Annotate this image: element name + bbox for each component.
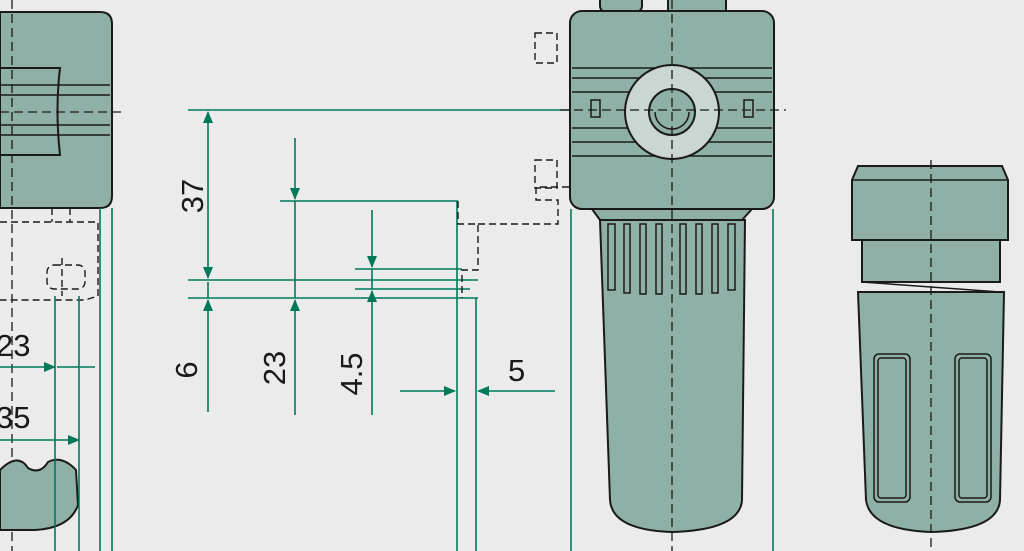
bowl-side-view: [851, 160, 1009, 551]
dim-23: 23: [257, 351, 292, 385]
dim-left-23: 23: [0, 328, 30, 363]
filter-bowl: [598, 219, 747, 534]
left-bowl: [0, 458, 80, 531]
left-side-view: 23 35: [0, 0, 122, 551]
bowl-window-left: [873, 353, 911, 503]
dim-4-5: 4.5: [334, 352, 369, 395]
dim-37: 37: [175, 179, 210, 213]
filter-unit-front-view: [560, 0, 786, 551]
dim-5: 5: [508, 353, 525, 388]
right-slot: [743, 99, 754, 118]
bowl-ribs: [607, 223, 736, 295]
hidden-outlines: [457, 32, 570, 298]
dim-6: 6: [169, 361, 204, 378]
dim-left-35: 35: [0, 400, 30, 435]
center-dimensions: 37 6 23 4.5 5: [169, 109, 570, 551]
bowl-window-right: [954, 353, 992, 503]
bowl-cap: [851, 165, 1009, 241]
left-slot: [590, 99, 601, 118]
